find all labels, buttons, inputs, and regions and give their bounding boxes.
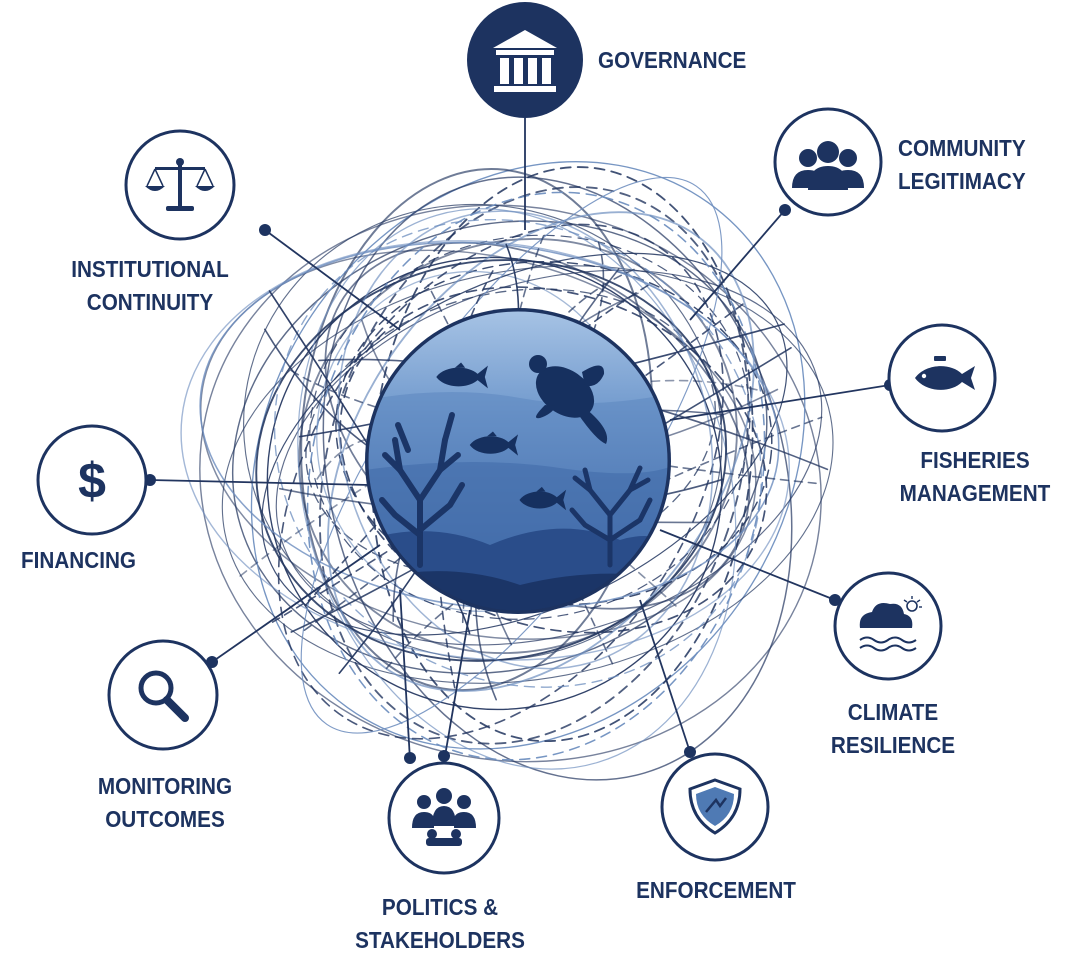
connector-dot [779, 204, 791, 216]
web-loop [337, 210, 714, 670]
ocean-globe [365, 308, 671, 614]
governance-label: GOVERNANCE [598, 47, 747, 73]
financing-node: $ [36, 424, 148, 536]
scales-icon [145, 158, 215, 211]
node-connector-line [399, 589, 411, 761]
stakeholders-icon [412, 788, 476, 846]
node-connector-line [264, 229, 401, 331]
people-group-icon [792, 141, 864, 190]
web-loop [221, 265, 834, 684]
coral-left-icon [379, 412, 465, 568]
node-connector-line [443, 609, 471, 763]
climate-resilience-node [833, 571, 943, 681]
connector-dot [259, 224, 271, 236]
web-loop [199, 204, 822, 763]
fish-icon [915, 356, 975, 390]
node-connector-line [689, 209, 786, 321]
politics-stakeholders-label: POLITICS & STAKEHOLDERS [355, 894, 525, 953]
enforcement-label: ENFORCEMENT [636, 877, 796, 903]
connector-dot [684, 746, 696, 758]
fisheries-management-label: FISHERIES MANAGEMENT [899, 447, 1051, 506]
web-loop [277, 223, 724, 740]
community-legitimacy-node [773, 107, 883, 217]
shield-icon [688, 778, 742, 835]
web-loop [306, 191, 766, 761]
node-connector-line [659, 529, 836, 601]
web-loop [255, 259, 728, 662]
web-loop [309, 234, 751, 620]
node-connector-line [669, 384, 891, 421]
monitoring-outcomes-label: MONITORING OUTCOMES [97, 773, 233, 832]
node-connector-line [211, 544, 381, 663]
web-loop [339, 286, 768, 634]
web-loop [273, 218, 762, 688]
web-loop [250, 161, 806, 750]
monitoring-outcomes-node [107, 639, 219, 751]
institution-icon [493, 30, 557, 92]
web-strand [385, 416, 823, 670]
politics-stakeholders-node [387, 761, 501, 875]
magnifier-icon [138, 670, 189, 722]
connector-dot [438, 750, 450, 762]
connector-dot [829, 594, 841, 606]
sea-turtle-icon [529, 355, 608, 444]
cloud-waves-icon [859, 596, 922, 652]
node-connector-line [639, 599, 691, 753]
web-loop [199, 241, 780, 611]
fisheries-management-node [887, 323, 997, 433]
connector-dot [404, 752, 416, 764]
community-legitimacy-label: COMMUNITY LEGITIMACY [898, 135, 1026, 194]
institutional-continuity-label: INSTITUTIONAL CONTINUITY [71, 256, 229, 315]
financing-label: FINANCING [21, 547, 137, 573]
web-loop [243, 203, 723, 661]
node-connector-line [149, 479, 371, 486]
web-loop [319, 186, 750, 745]
dollar-icon: $ [78, 453, 106, 509]
coral-right-icon [569, 465, 653, 568]
web-strand [301, 284, 649, 610]
climate-resilience-label: CLIMATE RESILIENCE [830, 699, 956, 758]
enforcement-node [660, 752, 770, 862]
governance-node [467, 2, 583, 118]
institutional-continuity-node [124, 129, 236, 241]
